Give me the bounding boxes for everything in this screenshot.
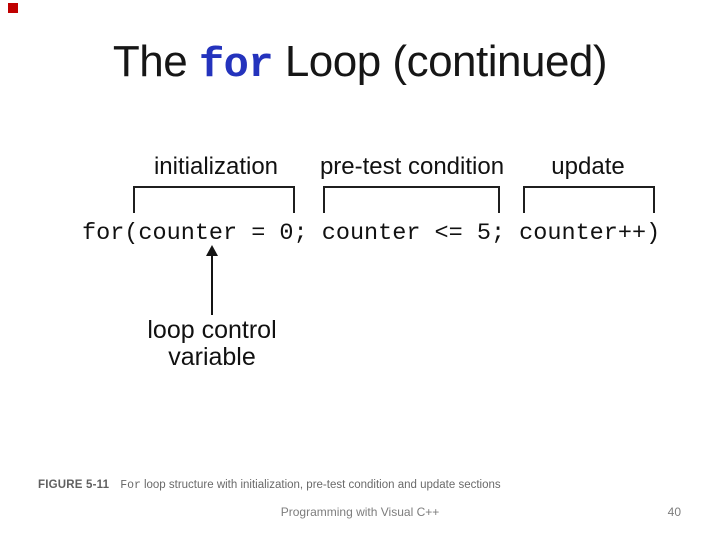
caption-text: loop structure with initialization, pre-… — [143, 479, 501, 491]
up-arrow-line — [211, 255, 213, 315]
up-arrow-icon — [206, 245, 218, 256]
title-suffix: Loop (continued) — [273, 37, 608, 86]
caption-for-word: For — [120, 479, 141, 492]
initialization-bracket — [133, 186, 295, 213]
pretest-condition-bracket — [323, 186, 500, 213]
loop-control-variable-label: loop control variable — [147, 317, 276, 371]
footer-title: Programming with Visual C++ — [280, 505, 440, 519]
for-loop-code: for(counter = 0; counter <= 5; counter++… — [82, 220, 661, 247]
loop-control-line1: loop control — [147, 316, 277, 344]
loop-control-line2: variable — [168, 343, 256, 371]
slide-title: The for Loop (continued) — [0, 36, 720, 91]
initialization-label: initialization — [153, 153, 279, 180]
title-prefix: The — [112, 37, 199, 86]
page-number: 40 — [667, 505, 681, 519]
title-for-keyword: for — [198, 41, 274, 89]
pretest-condition-label: pre-test condition — [319, 153, 505, 180]
red-marker-icon — [8, 3, 18, 13]
update-label: update — [551, 153, 625, 180]
update-bracket — [523, 186, 655, 213]
figure-number-label: FIGURE 5-11 — [38, 479, 110, 491]
